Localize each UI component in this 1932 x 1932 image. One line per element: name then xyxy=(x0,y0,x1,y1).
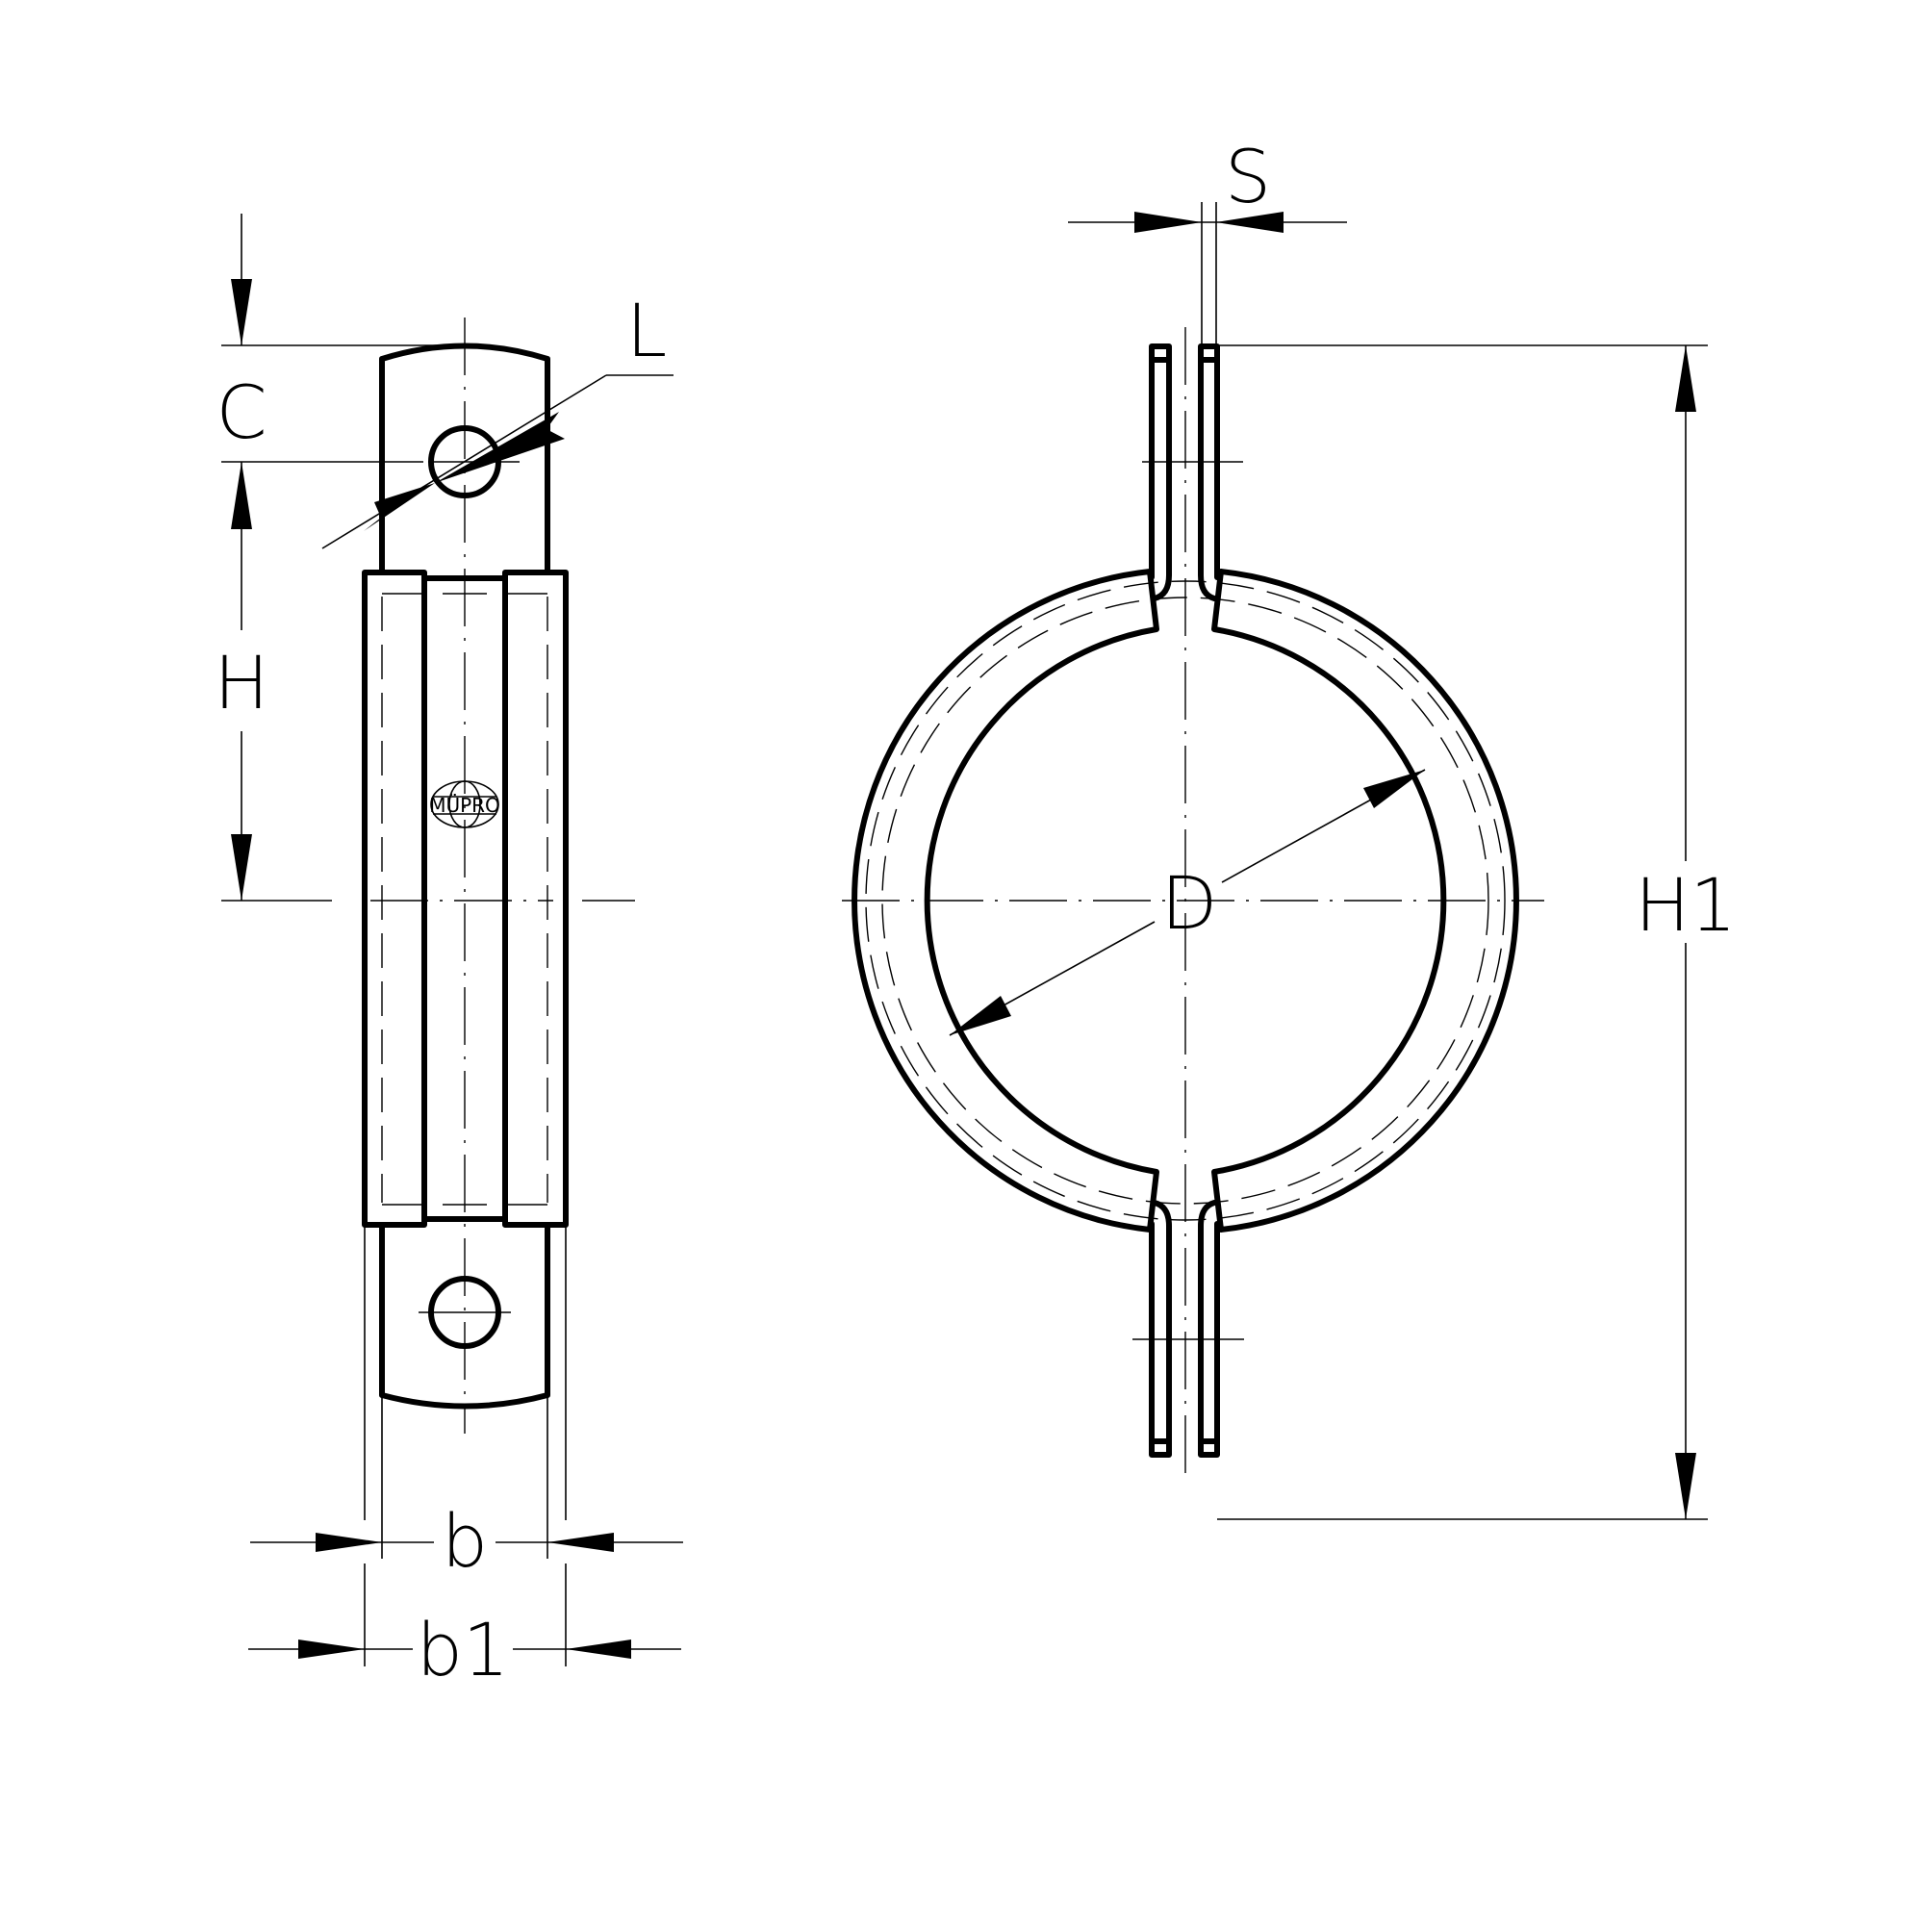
logo-text: MÜPRO xyxy=(429,794,500,817)
dimension-l: L xyxy=(321,288,674,549)
label-b: b xyxy=(442,1498,488,1584)
dimension-h: H xyxy=(214,462,269,901)
dimension-b: b xyxy=(250,1498,683,1584)
label-d: D xyxy=(1161,860,1218,946)
top-right-lug xyxy=(1198,343,1220,601)
dimension-d: D xyxy=(949,769,1426,1036)
ring-right-half xyxy=(1211,569,1519,1233)
front-view: S D H1 xyxy=(842,134,1737,1520)
ring-left-half xyxy=(852,569,1159,1233)
label-h1: H1 xyxy=(1635,862,1737,948)
label-c: C xyxy=(216,369,267,455)
label-s: S xyxy=(1225,134,1271,219)
dimension-c: C xyxy=(216,214,465,529)
label-l: L xyxy=(626,288,667,373)
side-view: MÜPRO C H L xyxy=(214,214,683,1692)
dimension-s: S xyxy=(1068,134,1347,344)
bottom-right-lug xyxy=(1198,1200,1220,1458)
band-right-plate xyxy=(502,570,569,1228)
band-left-plate xyxy=(362,570,427,1228)
mupro-logo: MÜPRO xyxy=(429,780,500,828)
bottom-left-lug xyxy=(1149,1200,1172,1458)
label-b1: b1 xyxy=(417,1607,510,1692)
dimension-h1: H1 xyxy=(1217,344,1737,1520)
dimension-b1: b1 xyxy=(248,1607,681,1692)
top-left-lug xyxy=(1149,343,1172,601)
label-h: H xyxy=(214,640,268,725)
